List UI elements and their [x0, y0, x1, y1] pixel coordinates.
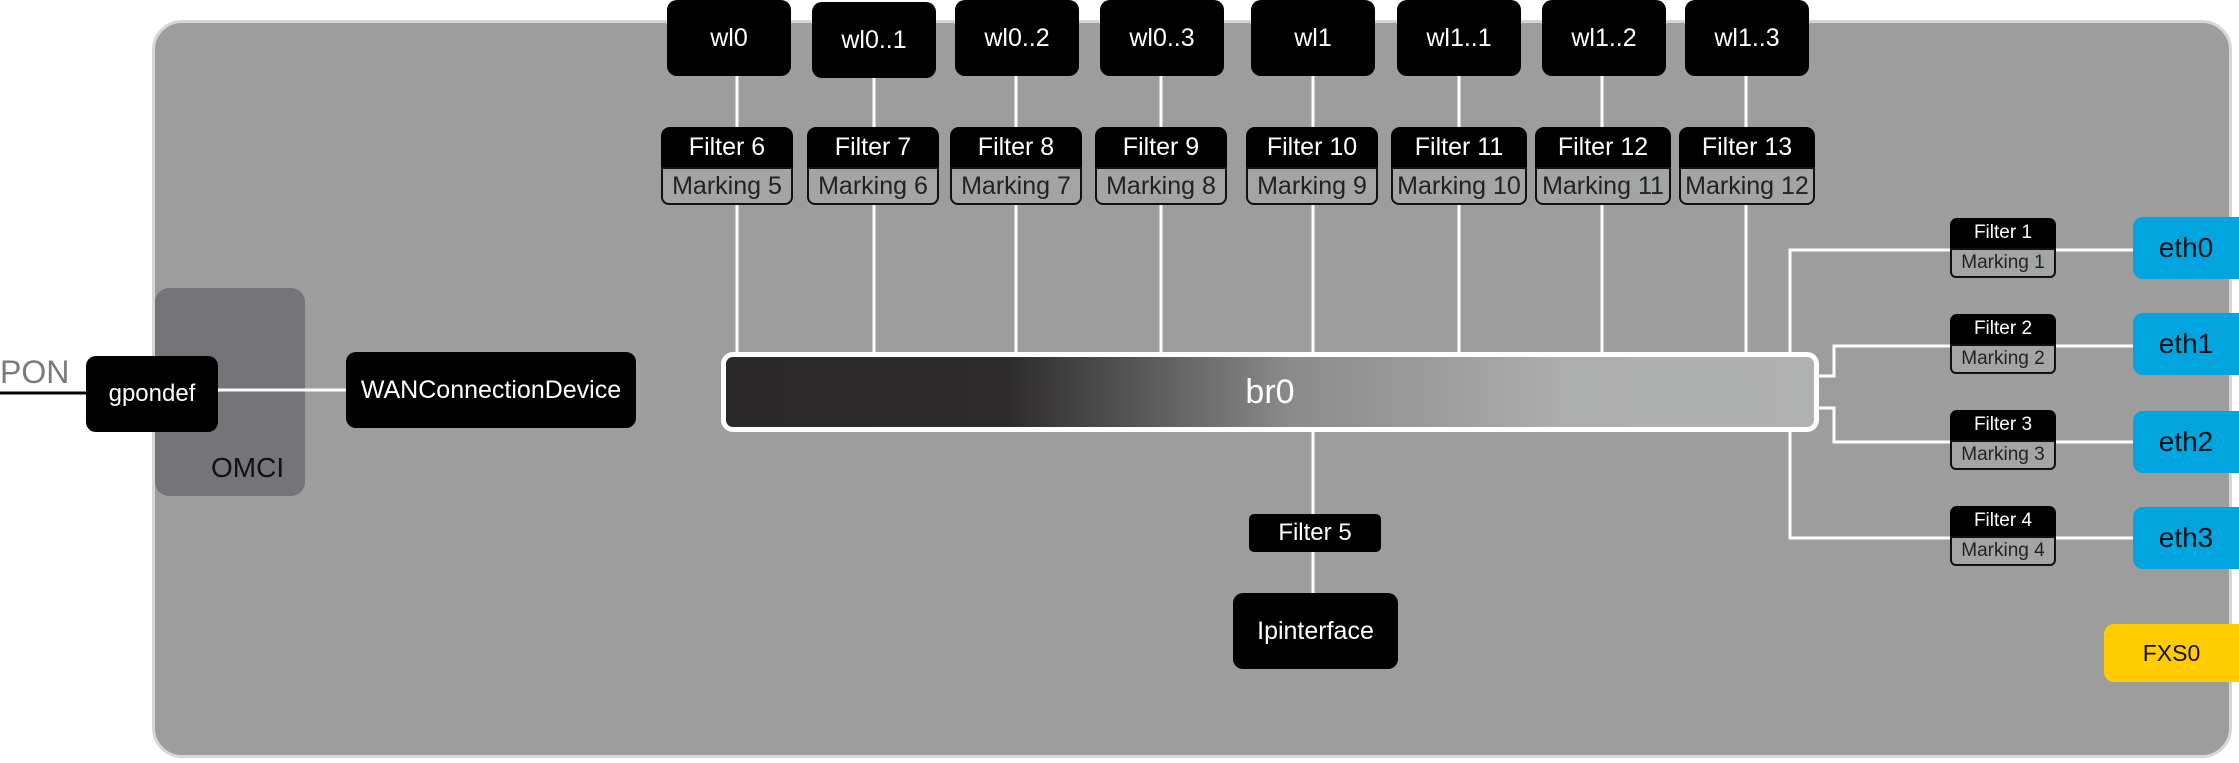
port-wl1-2: wl1..2	[1542, 0, 1666, 76]
pon-label: PON	[0, 354, 70, 390]
marking-label: Marking 9	[1246, 167, 1378, 205]
marking-label: Marking 5	[661, 167, 793, 205]
wire-eth1-branch	[1819, 344, 1950, 378]
filter-marking-wl1-3: Filter 13 Marking 12	[1679, 127, 1815, 205]
filter-label: Filter 13	[1679, 127, 1815, 167]
bridge-br0: br0	[721, 352, 1819, 432]
ipinterface-node: Ipinterface	[1233, 593, 1398, 669]
filter-label: Filter 1	[1950, 218, 2056, 248]
marking-label: Marking 6	[807, 167, 939, 205]
port-eth1: eth1	[2133, 313, 2239, 375]
filter-marking-eth2: Filter 3 Marking 3	[1950, 410, 2056, 470]
marking-label: Marking 11	[1535, 167, 1671, 205]
port-wl1-3: wl1..3	[1685, 0, 1809, 76]
filter-label: Filter 6	[661, 127, 793, 167]
filter-marking-wl0: Filter 6 Marking 5	[661, 127, 793, 205]
marking-label: Marking 3	[1950, 440, 2056, 470]
wan-connection-node: WANConnectionDevice	[346, 352, 636, 428]
wire-eth2-branch	[1819, 406, 1950, 444]
filter-label: Filter 11	[1391, 127, 1527, 167]
filter-label: Filter 3	[1950, 410, 2056, 440]
gpondef-node: gpondef	[86, 356, 218, 432]
wire-eth3-branch	[1788, 432, 1950, 540]
port-wl1: wl1	[1251, 0, 1375, 76]
marking-label: Marking 2	[1950, 344, 2056, 374]
filter-marking-wl1: Filter 10 Marking 9	[1246, 127, 1378, 205]
filter-label: Filter 8	[950, 127, 1082, 167]
port-wl0-2: wl0..2	[955, 0, 1079, 76]
filter-label: Filter 7	[807, 127, 939, 167]
marking-label: Marking 10	[1391, 167, 1527, 205]
filter-marking-wl1-1: Filter 11 Marking 10	[1391, 127, 1527, 205]
port-eth2: eth2	[2133, 411, 2239, 473]
marking-label: Marking 12	[1679, 167, 1815, 205]
marking-label: Marking 1	[1950, 248, 2056, 278]
marking-label: Marking 7	[950, 167, 1082, 205]
omci-label: OMCI	[211, 452, 285, 483]
filter-marking-eth1: Filter 2 Marking 2	[1950, 314, 2056, 374]
filter-marking-wl1-2: Filter 12 Marking 11	[1535, 127, 1671, 205]
filter-label: Filter 2	[1950, 314, 2056, 344]
marking-label: Marking 8	[1095, 167, 1227, 205]
filter-marking-eth3: Filter 4 Marking 4	[1950, 506, 2056, 566]
port-wl0-1: wl0..1	[812, 2, 936, 78]
filter-label: Filter 10	[1246, 127, 1378, 167]
filter-marking-wl0-1: Filter 7 Marking 6	[807, 127, 939, 205]
filter-marking-eth0: Filter 1 Marking 1	[1950, 218, 2056, 278]
filter-label: Filter 12	[1535, 127, 1671, 167]
filter-label: Filter 9	[1095, 127, 1227, 167]
marking-label: Marking 4	[1950, 536, 2056, 566]
port-fxs0: FXS0	[2104, 624, 2239, 682]
port-wl0-3: wl0..3	[1100, 0, 1224, 76]
wire-eth0-branch	[1788, 248, 1950, 352]
port-eth3: eth3	[2133, 507, 2239, 569]
filter-marking-wl0-2: Filter 8 Marking 7	[950, 127, 1082, 205]
port-wl0: wl0	[667, 0, 791, 76]
filter-label: Filter 4	[1950, 506, 2056, 536]
filter-5-box: Filter 5	[1249, 514, 1381, 552]
port-eth0: eth0	[2133, 217, 2239, 279]
port-wl1-1: wl1..1	[1397, 0, 1521, 76]
filter-marking-wl0-3: Filter 9 Marking 8	[1095, 127, 1227, 205]
